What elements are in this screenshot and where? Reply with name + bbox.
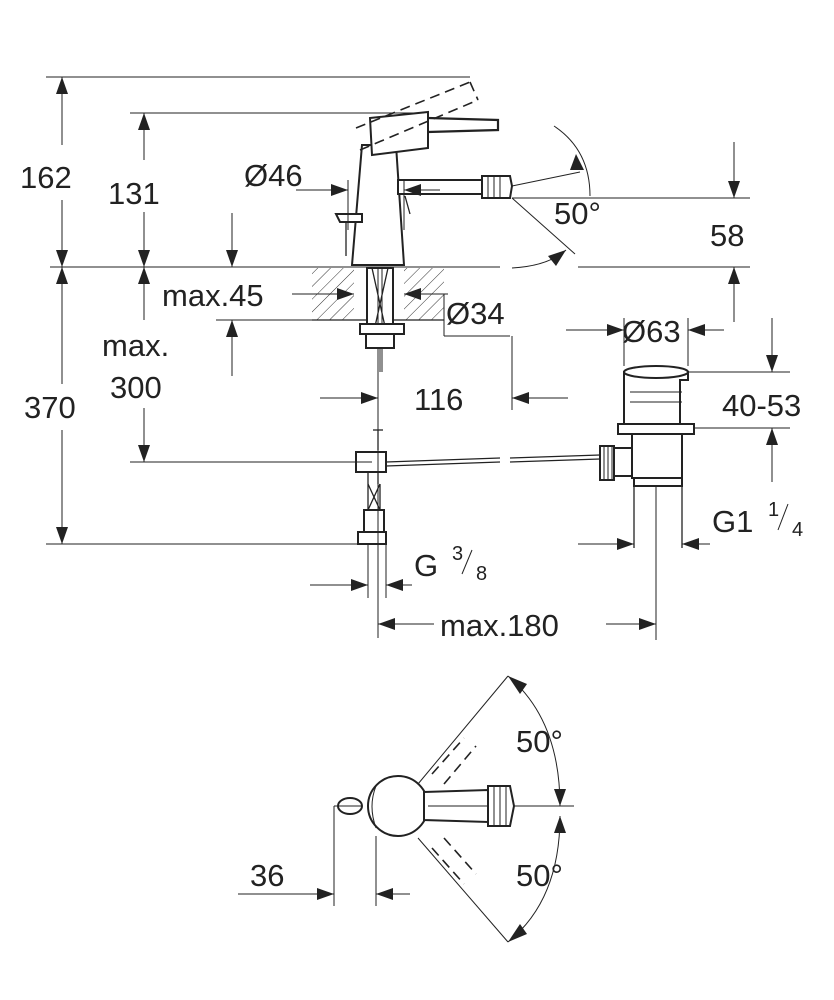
dim-body-diameter: Ø46	[244, 158, 303, 193]
dim-inlet-thread: G	[414, 548, 438, 583]
dim-hose-length: 370	[24, 390, 76, 425]
dim-spout-height: 131	[108, 176, 160, 211]
dim-waste-thread-den: 4	[792, 519, 803, 541]
dim-max-deck: max.45	[162, 278, 264, 313]
plan-body	[367, 775, 429, 837]
side-elevation: 162 131 Ø46 58 50°	[20, 76, 803, 643]
mounting-shank	[359, 267, 405, 372]
dim-waste-thread-num: 1	[768, 499, 779, 521]
dim-total-height: 162	[20, 160, 72, 195]
dim-max-300-value: 300	[110, 370, 162, 405]
dim-hole-diameter: Ø34	[446, 296, 505, 331]
dim-inlet-thread-num: 3	[452, 543, 463, 565]
dim-angle-up: 50°	[554, 196, 601, 231]
dim-waste-range: 40-53	[722, 388, 801, 423]
dim-max-300-label: max.	[102, 328, 169, 363]
dim-lever-offset: 36	[250, 858, 284, 893]
dim-waste-diameter: Ø63	[622, 314, 681, 349]
dim-inlet-thread-den: 8	[476, 563, 487, 585]
waste-valve	[599, 365, 695, 548]
tap-body	[334, 81, 514, 266]
dim-plan-angle-bottom: 50°	[516, 858, 563, 893]
dim-max-180: max.180	[440, 608, 559, 643]
dim-spout-vertical: 58	[710, 218, 744, 253]
plan-view: 50° 50° 36	[238, 675, 574, 943]
dim-waste-thread: G1	[712, 504, 753, 539]
dim-plan-angle-top: 50°	[516, 724, 563, 759]
dim-projection: 116	[414, 382, 463, 417]
supply-hose	[355, 429, 601, 545]
